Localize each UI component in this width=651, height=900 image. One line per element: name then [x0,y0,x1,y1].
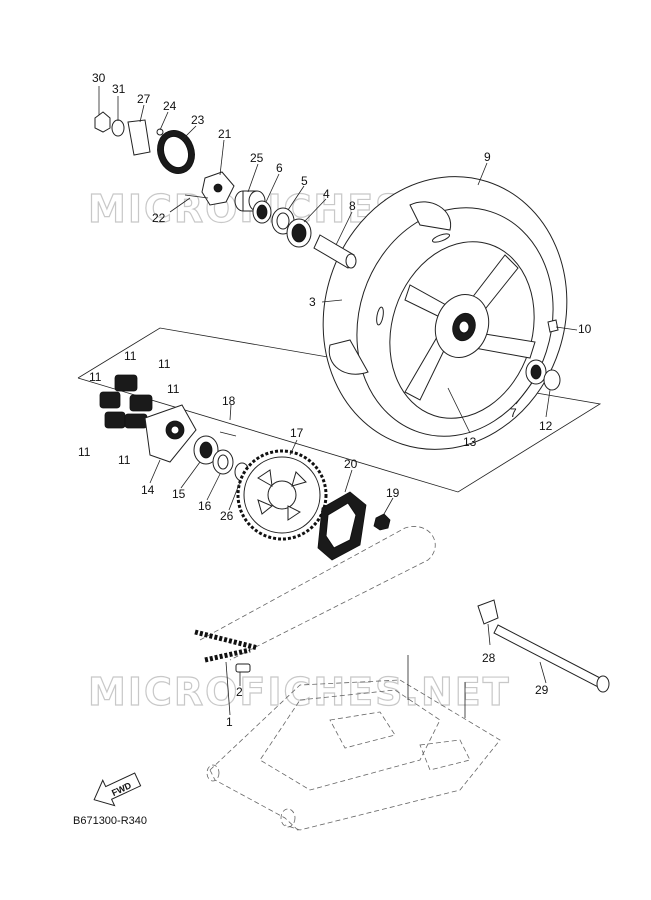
watermark-bottom: MICROFICHES.NET [88,670,511,714]
callout-29: 29 [535,683,549,697]
callout-26: 26 [220,509,234,523]
callout-15: 15 [172,487,186,501]
rear-axle [477,599,610,693]
damper-group [99,374,250,482]
callout-2: 2 [236,685,243,699]
callout-16: 16 [198,499,212,513]
sprocket-cover [317,491,391,561]
axle-parts-right [525,319,561,391]
callout-23: 23 [191,113,205,127]
callout-18: 18 [222,394,236,408]
callout-labels: 30 31 27 24 23 21 22 25 6 5 4 8 9 3 10 7… [78,71,592,729]
fwd-arrow: FWD [93,772,142,807]
axle-parts-top [234,190,357,269]
callout-13: 13 [463,435,477,449]
leader-lines [98,86,578,718]
callout-22: 22 [152,211,166,225]
callout-4: 4 [323,187,330,201]
callout-14: 14 [141,483,155,497]
callout-3: 3 [309,295,316,309]
callout-11c: 11 [89,370,102,384]
callout-10: 10 [578,322,592,336]
callout-31: 31 [112,82,126,96]
callout-6: 6 [276,161,283,175]
callout-21: 21 [218,127,232,141]
group-frame [77,327,602,493]
callout-11d: 11 [167,382,180,396]
callout-11a: 11 [124,349,137,363]
callout-11f: 11 [118,453,131,467]
callout-12: 12 [539,419,553,433]
callout-5: 5 [301,174,308,188]
diagram-code: B671300-R340 [73,815,147,827]
callout-11e: 11 [78,445,91,459]
sensor-parts [94,111,235,206]
drive-chain [194,526,436,673]
callout-28: 28 [482,651,496,665]
callout-19: 19 [386,486,400,500]
callout-17: 17 [290,426,304,440]
callout-30: 30 [92,71,106,85]
callout-9: 9 [484,150,491,164]
callout-8: 8 [349,199,356,213]
callout-24: 24 [163,99,177,113]
callout-27: 27 [137,92,151,106]
rear-wheel [322,176,568,450]
sprocket [236,449,328,541]
callout-7: 7 [510,406,517,420]
callout-20: 20 [344,457,358,471]
callout-25: 25 [250,151,264,165]
callout-1: 1 [226,715,233,729]
callout-11b: 11 [158,357,171,371]
swingarm [206,679,501,833]
